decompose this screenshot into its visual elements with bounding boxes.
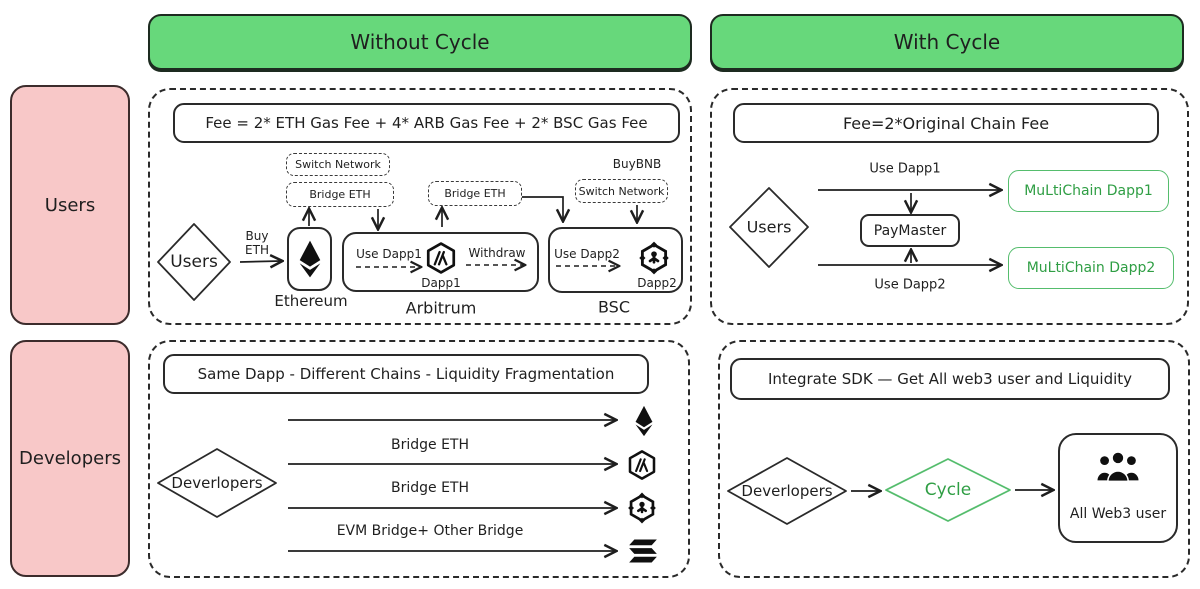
- bsc-label: BSC: [597, 297, 631, 317]
- switch-network-eth-text: Switch Network: [295, 158, 381, 171]
- row-label-users: Users: [10, 85, 130, 325]
- fee-formula-box: Fee = 2* ETH Gas Fee + 4* ARB Gas Fee + …: [173, 103, 680, 143]
- withdraw-label: Withdraw: [468, 246, 526, 260]
- use-dapp2-label: Use Dapp2: [554, 247, 620, 261]
- arbitrum-icon-2: [626, 449, 658, 481]
- bsc-node-box: [548, 227, 683, 293]
- solana-icon: [628, 538, 658, 564]
- paymaster-text: PayMaster: [873, 222, 947, 239]
- ethereum-node-box: [287, 227, 332, 291]
- cycle-node-label: Cycle: [924, 480, 972, 500]
- ethereum-label: Ethereum: [274, 292, 348, 310]
- header-with-cycle-label: With Cycle: [893, 30, 1001, 54]
- all-web3-user-box: [1058, 433, 1178, 543]
- multichain-dapp1-box: MuLtiChain Dapp1: [1008, 170, 1169, 212]
- bridge-eth-bsc-label: Bridge ETH: [390, 480, 470, 496]
- fee-formula-box-2: Fee=2*Original Chain Fee: [733, 103, 1159, 143]
- bridge-eth-box-1: Bridge ETH: [286, 182, 394, 207]
- use-dapp2-label-2: Use Dapp2: [874, 277, 946, 293]
- all-web3-user-label: All Web3 user: [1069, 506, 1167, 522]
- bridge-eth-arb-label: Bridge ETH: [390, 437, 470, 453]
- bsc-icon-2: [626, 492, 658, 524]
- arbitrum-label: Arbitrum: [405, 298, 477, 318]
- ethereum-icon-2: [631, 405, 657, 437]
- row-users-text: Users: [44, 194, 96, 216]
- row-developers-text: Developers: [19, 448, 121, 469]
- switch-network-bsc-text: Switch Network: [578, 184, 665, 198]
- header-without-cycle: Without Cycle: [148, 14, 692, 70]
- dev-with-title-text: Integrate SDK — Get All web3 user and Li…: [767, 370, 1133, 388]
- multichain-dapp1-text: MuLtiChain Dapp1: [1024, 183, 1153, 199]
- panel-developers-without-cycle: [148, 340, 690, 578]
- use-dapp1-label: Use Dapp1: [356, 247, 422, 261]
- users-node-label: Users: [170, 252, 218, 272]
- switch-network-eth-box: Switch Network: [286, 153, 390, 176]
- dapp2-label: Dapp2: [637, 276, 677, 290]
- bsc-icon: [637, 241, 671, 275]
- header-without-cycle-label: Without Cycle: [350, 30, 490, 54]
- bridge-eth-text-1: Bridge ETH: [309, 188, 371, 201]
- developers-node-label: Deverlopers: [171, 474, 263, 492]
- buy-eth-label: Buy ETH: [245, 229, 269, 257]
- dev-with-title-box: Integrate SDK — Get All web3 user and Li…: [730, 358, 1170, 400]
- header-with-cycle: With Cycle: [710, 14, 1184, 70]
- switch-network-bsc-box: Switch Network: [575, 179, 668, 203]
- multichain-dapp2-text: MuLtiChain Dapp2: [1026, 260, 1156, 276]
- use-dapp1-label-2: Use Dapp1: [869, 161, 941, 177]
- bridge-eth-text-2: Bridge ETH: [444, 187, 506, 200]
- ethereum-icon: [297, 239, 323, 279]
- paymaster-box: PayMaster: [860, 214, 960, 247]
- buy-bnb-label: BuyBNB: [612, 157, 662, 171]
- arbitrum-icon: [424, 241, 458, 275]
- panel-users-with-cycle: [710, 88, 1189, 325]
- bridge-eth-box-2: Bridge ETH: [428, 181, 522, 206]
- fee-formula-text: Fee = 2* ETH Gas Fee + 4* ARB Gas Fee + …: [205, 114, 648, 132]
- dapp1-label: Dapp1: [421, 276, 461, 290]
- panel-users-without-cycle: [148, 88, 692, 325]
- developers-node-label-2: Deverlopers: [741, 482, 833, 500]
- users-node-label-2: Users: [746, 217, 792, 237]
- row-label-developers: Developers: [10, 340, 130, 577]
- arbitrum-node-box: [342, 232, 539, 292]
- multichain-dapp2-box: MuLtiChain Dapp2: [1008, 247, 1174, 289]
- dev-without-title-box: Same Dapp - Different Chains - Liquidity…: [163, 354, 649, 394]
- fee-formula-text-2: Fee=2*Original Chain Fee: [842, 113, 1050, 133]
- panel-developers-with-cycle: [718, 340, 1190, 578]
- dev-without-title-text: Same Dapp - Different Chains - Liquidity…: [197, 365, 615, 383]
- users-group-icon: [1095, 448, 1141, 484]
- evm-bridge-label: EVM Bridge+ Other Bridge: [336, 523, 524, 539]
